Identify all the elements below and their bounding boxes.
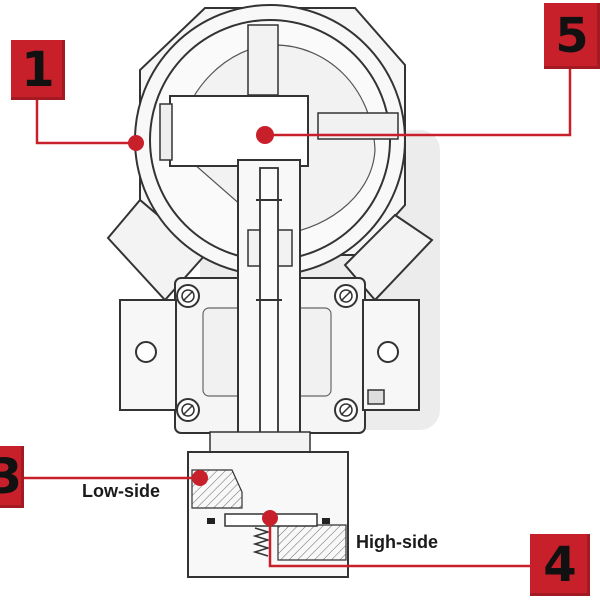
diaphragm-right-pin — [322, 518, 330, 524]
low-side-label: Low-side — [82, 481, 161, 501]
callout-1: 1 — [11, 40, 65, 100]
housing-top-post — [247, 24, 279, 96]
callout-dot-4 — [262, 510, 278, 526]
callout-dot-3 — [192, 470, 208, 486]
callout-dot-5 — [256, 126, 274, 144]
high-side-hatched-part — [277, 524, 347, 561]
body-bolt — [334, 398, 358, 422]
leader-line-1 — [35, 100, 136, 145]
callout-3: 3 — [0, 446, 24, 508]
leader-line-5 — [265, 69, 572, 137]
diaphragm-left-pin — [207, 518, 215, 524]
callout-dot-1 — [128, 135, 144, 151]
right-flange-hole — [377, 341, 399, 363]
electronics-module — [169, 95, 309, 167]
body-bolt — [176, 398, 200, 422]
neck-base — [209, 431, 311, 453]
body-bolt — [176, 284, 200, 308]
high-side-spring — [252, 527, 271, 557]
right-vent-screw — [367, 389, 385, 405]
leader-line-4 — [268, 518, 530, 568]
callout-5: 5 — [544, 3, 600, 69]
body-bolt — [334, 284, 358, 308]
left-flange-hole — [135, 341, 157, 363]
electronics-module-tab — [159, 103, 173, 161]
callout-4: 4 — [530, 534, 590, 596]
high-side-label: High-side — [356, 532, 439, 552]
